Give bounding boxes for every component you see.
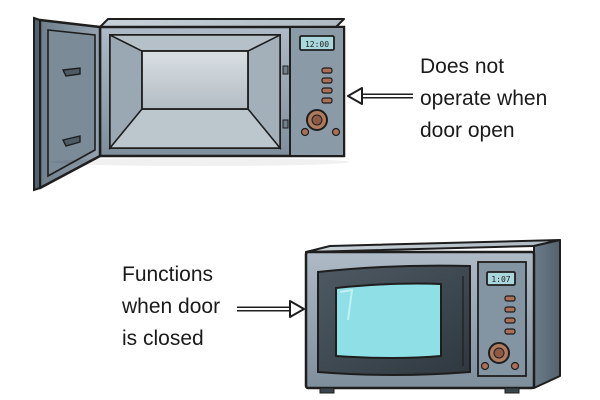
closed-small-button-right <box>510 361 520 371</box>
label-door-closed: Functions when door is closed <box>122 259 220 355</box>
closed-foot-right <box>504 387 520 394</box>
closed-button-3 <box>504 317 516 324</box>
closed-foot-left <box>319 387 335 394</box>
label-open-line-2: operate when <box>420 87 548 110</box>
microwave-open: 12:00 <box>33 16 350 192</box>
open-display-text: 12:00 <box>305 40 329 49</box>
closed-window <box>335 282 442 359</box>
closed-small-button-left <box>480 361 490 371</box>
open-small-button-right <box>331 127 341 137</box>
open-small-button-left <box>300 127 310 137</box>
closed-display <box>486 271 516 286</box>
closed-microwave-top <box>305 239 561 253</box>
label-closed-line-2: when door <box>122 295 221 318</box>
open-button-3 <box>321 87 333 94</box>
arrow-closed <box>237 300 305 318</box>
label-door-open: Does not operate when door open <box>420 51 547 147</box>
microwave-closed: 1:07 <box>304 239 561 394</box>
door-hook-lower <box>61 135 81 147</box>
door-hook-upper <box>61 67 81 77</box>
arrow-open <box>347 87 413 105</box>
closed-button-1 <box>504 295 516 302</box>
open-door-inner-panel <box>47 29 96 178</box>
label-closed-line-1: Functions <box>122 263 214 286</box>
label-closed-line-3: is closed <box>122 327 204 350</box>
closed-button-4 <box>504 328 516 335</box>
closed-button-2 <box>504 306 516 313</box>
label-open-line-3: door open <box>420 119 515 142</box>
open-display <box>299 35 335 51</box>
closed-microwave-side <box>533 239 561 389</box>
label-open-line-1: Does not <box>420 55 505 78</box>
open-button-2 <box>321 77 333 84</box>
open-button-1 <box>321 67 333 74</box>
closed-display-text: 1:07 <box>491 275 510 284</box>
open-button-4 <box>321 97 333 104</box>
